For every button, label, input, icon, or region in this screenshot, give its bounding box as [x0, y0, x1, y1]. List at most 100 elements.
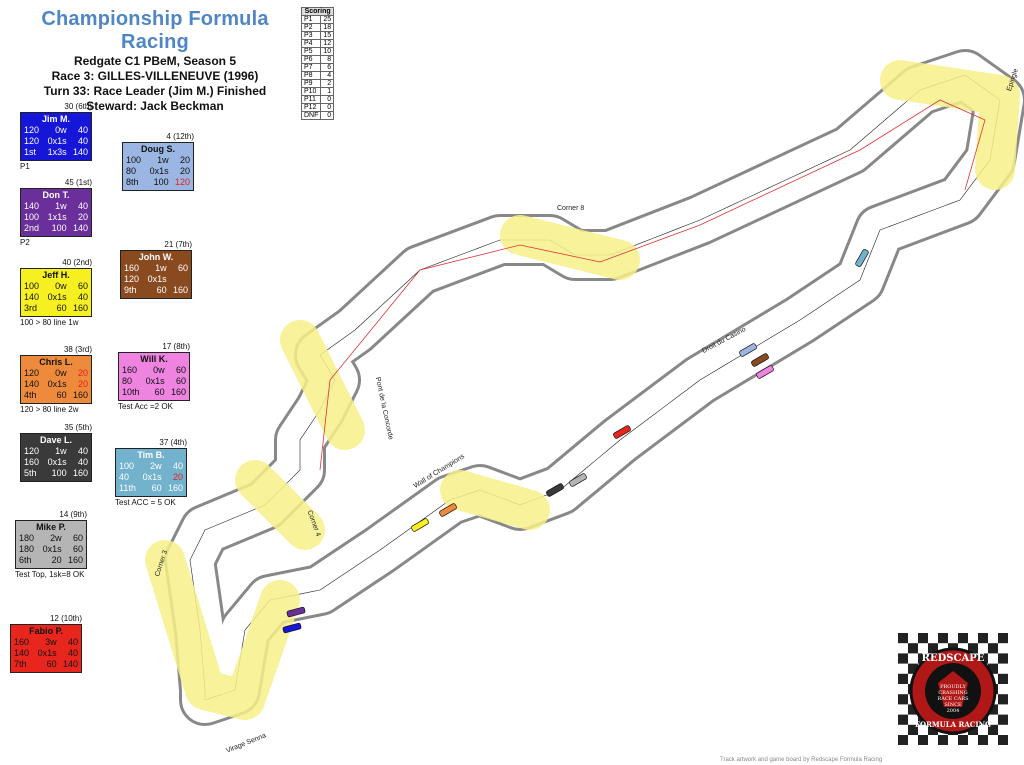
stat-b: 0w	[55, 368, 67, 378]
driver-stat-row: 5th 100 160	[24, 468, 88, 479]
driver-note: P2	[20, 238, 30, 247]
stat-b: 100	[51, 468, 67, 478]
stat-c: 60	[177, 263, 188, 273]
corner-zone	[145, 540, 300, 720]
driver-points: 40 (2nd)	[62, 258, 92, 267]
car-jeff	[411, 518, 429, 532]
stat-c: 40	[172, 461, 183, 471]
driver-stat-row: 11th 60 160	[119, 483, 183, 494]
stat-c: 120	[174, 177, 190, 187]
eagle-icon	[938, 671, 968, 707]
driver-card-fabio: 12 (10th) Fabio P. 160 3w 40 140 0x1s 40…	[10, 614, 82, 674]
driver-stat-row: 1st 1x3s 140	[24, 147, 88, 158]
stat-a: 180	[19, 544, 35, 554]
scoring-pos: DNF	[300, 111, 322, 120]
stat-c: 160	[67, 555, 83, 565]
driver-stat-row: 140 0x1s 40	[14, 648, 78, 659]
stat-b: 1w	[155, 263, 167, 273]
driver-note: 120 > 80 line 2w	[20, 405, 79, 414]
driver-box: Fabio P. 160 3w 40 140 0x1s 40 7th 60 14…	[10, 624, 82, 673]
driver-box: Doug S. 100 1w 20 80 0x1s 20 8th 100 120	[122, 142, 194, 191]
driver-stat-row: 80 0x1s 20	[126, 166, 190, 177]
svg-text:SINCE: SINCE	[944, 702, 962, 708]
driver-points: 30 (6th)	[64, 102, 92, 111]
corner-markers	[145, 60, 1020, 720]
car-doug	[739, 343, 757, 357]
svg-text:CRASHING: CRASHING	[938, 690, 967, 696]
stat-c: 160	[167, 483, 183, 493]
stat-b: 20	[51, 555, 62, 565]
driver-points: 4 (12th)	[166, 132, 194, 141]
corner-zone	[880, 60, 1020, 190]
stat-b: 0x1s	[47, 457, 67, 467]
driver-stat-row: 120 0w 20	[24, 368, 88, 379]
driver-stat-row: 3rd 60 160	[24, 303, 88, 314]
driver-box: Mike P. 180 2w 60 180 0x1s 60 6th 20 160	[15, 520, 87, 569]
driver-card-will: 17 (8th) Will K. 160 0w 60 80 0x1s 60 10…	[118, 342, 190, 412]
driver-name: Jim M.	[41, 114, 70, 124]
stat-c: 40	[77, 457, 88, 467]
driver-box: Tim B. 100 2w 40 40 0x1s 20 11th 60 160	[115, 448, 187, 497]
stat-a: 120	[24, 368, 40, 378]
stat-b: 2w	[50, 533, 62, 543]
stat-c: 20	[172, 472, 183, 482]
stat-b: 3w	[45, 637, 57, 647]
driver-stat-row: 80 0x1s 60	[122, 376, 186, 387]
stat-b: 1w	[157, 155, 169, 165]
stat-b: 1w	[55, 446, 67, 456]
race-line-path	[319, 99, 986, 471]
page-title: Championship Formula Racing	[41, 8, 269, 53]
stat-a: 5th	[24, 468, 37, 478]
stat-c: 20	[77, 368, 88, 378]
driver-stat-row: 100 1w 20	[126, 155, 190, 166]
league-line: Redgate C1 PBeM, Season 5	[73, 54, 237, 68]
driver-card-tim: 37 (4th) Tim B. 100 2w 40 40 0x1s 20 11t…	[115, 438, 187, 508]
stat-b: 0x1s	[47, 136, 67, 146]
driver-points: 21 (7th)	[164, 240, 192, 249]
driver-card-jeff: 40 (2nd) Jeff H. 100 0w 60 140 0x1s 40 3…	[20, 258, 92, 328]
stat-c: 20	[77, 212, 88, 222]
driver-points: 35 (5th)	[64, 423, 92, 432]
stat-b: 2w	[150, 461, 162, 471]
stat-a: 140	[24, 292, 40, 302]
car-will	[756, 365, 774, 379]
driver-name: Jeff H.	[42, 270, 70, 280]
driver-name: Mike P.	[36, 522, 66, 532]
driver-stat-row: 100 1x1s 20	[24, 212, 88, 223]
stat-a: 140	[24, 379, 40, 389]
stat-a: 120	[124, 274, 140, 284]
stat-a: 2nd	[24, 223, 40, 233]
driver-stat-row: 140 0x1s 40	[24, 292, 88, 303]
stat-a: 140	[24, 201, 40, 211]
driver-stat-row: 4th 60 160	[24, 390, 88, 401]
svg-text:FORMULA RACING: FORMULA RACING	[915, 720, 991, 729]
driver-box: Will K. 160 0w 60 80 0x1s 60 10th 60 160	[118, 352, 190, 401]
cars-layer	[282, 249, 869, 634]
driver-stat-row: 160 1w 60	[124, 263, 188, 274]
stat-a: 120	[24, 136, 40, 146]
stat-a: 80	[126, 166, 137, 176]
driver-stat-row: 160 0x1s 40	[24, 457, 88, 468]
stat-b: 0x1s	[47, 292, 67, 302]
driver-card-doug: 4 (12th) Doug S. 100 1w 20 80 0x1s 20 8t…	[122, 132, 194, 192]
svg-text:RACE CARS: RACE CARS	[937, 696, 969, 702]
stat-b: 0x1s	[147, 274, 167, 284]
stat-b: 1x1s	[47, 212, 67, 222]
stat-a: 100	[126, 155, 142, 165]
stat-a: 160	[122, 365, 138, 375]
driver-name: Don T.	[42, 190, 70, 200]
driver-stat-row: 8th 100 120	[126, 177, 190, 188]
stat-b: 0x1s	[149, 166, 169, 176]
stat-c: 60	[175, 365, 186, 375]
scoring-pts: 0	[320, 111, 335, 120]
corner-zone	[235, 460, 325, 550]
driver-stat-row: 140 1w 40	[24, 201, 88, 212]
driver-stat-row: 120 0x1s	[124, 274, 188, 285]
car-mike	[569, 473, 587, 487]
driver-stat-row: 180 0x1s 60	[19, 544, 83, 555]
stat-a: 120	[24, 446, 40, 456]
driver-stat-row: 7th 60 140	[14, 659, 78, 670]
